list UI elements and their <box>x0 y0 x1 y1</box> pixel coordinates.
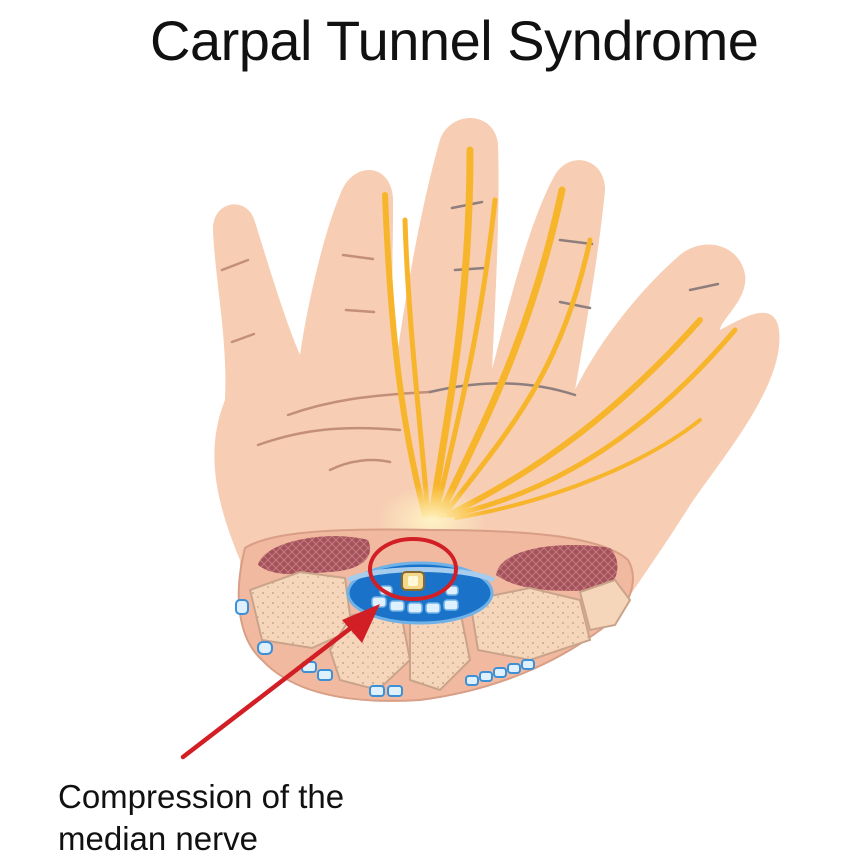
hypothenar-muscle <box>496 545 618 591</box>
tendon <box>371 596 387 608</box>
tendon <box>425 602 441 614</box>
wrist-cross-section <box>235 528 634 702</box>
thenar-muscle <box>258 536 371 575</box>
annotation-line-2: median nerve <box>58 820 258 857</box>
compression-circle <box>368 537 458 601</box>
median-nerve-branches <box>382 146 738 520</box>
hand-shape <box>212 118 780 611</box>
diagram-title: Carpal Tunnel Syndrome <box>150 9 759 72</box>
carpal-bone <box>578 578 632 632</box>
tendon <box>389 600 405 612</box>
annotation-label: Compression of the median nerve <box>58 776 418 860</box>
annotation-line-1: Compression of the <box>58 778 345 815</box>
pointer-arrow <box>180 604 380 760</box>
tendon <box>443 599 459 611</box>
tendon <box>407 602 423 614</box>
finger-creases <box>220 253 432 472</box>
